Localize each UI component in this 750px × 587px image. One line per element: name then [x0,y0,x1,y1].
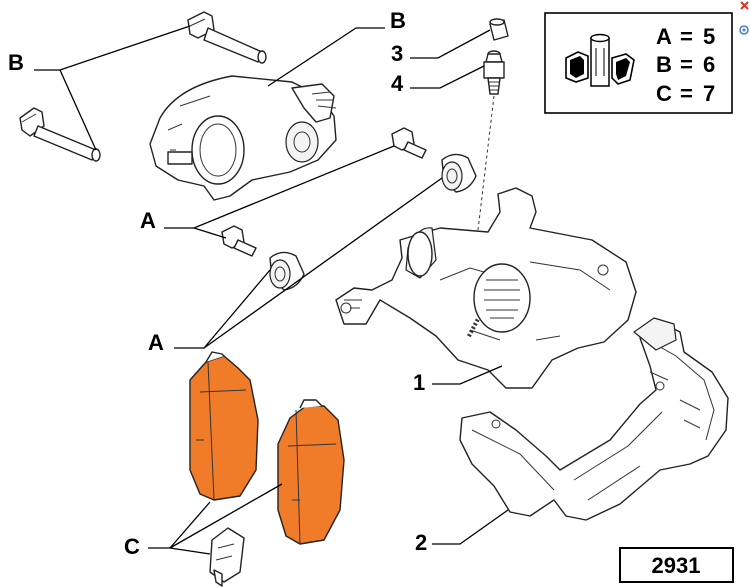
diagram-number-box: 2931 [619,547,734,583]
callout-1: 1 [413,370,425,395]
callout-b-top: B [390,8,406,33]
guide-bolt-a-upper[interactable] [391,127,427,159]
settings-icon[interactable] [739,25,749,35]
callout-3: 3 [391,41,403,66]
pad-clip[interactable] [209,527,245,587]
leader-lines [34,25,509,555]
callout-4: 4 [391,71,404,96]
brake-caliper[interactable]: ▮▮▮▮▮ [335,187,637,389]
torque-wrench-icon [565,33,635,87]
bleed-screw[interactable] [483,50,505,95]
caliper-piston-housing[interactable] [149,75,337,201]
legend-row-c: C = 7 [656,81,715,106]
callout-2: 2 [415,530,427,555]
legend-key: C [656,81,672,106]
legend-equals: = [680,24,693,49]
legend-value: 6 [703,52,715,77]
brake-pad-left[interactable] [189,351,259,501]
callout-a-lower: A [148,330,164,355]
diagram-number: 2931 [652,553,701,578]
caliper-bracket[interactable] [459,317,729,521]
legend-value: 5 [703,24,715,49]
bush-a-upper[interactable] [441,153,477,193]
legend-key: B [656,52,672,77]
legend-equals: = [680,52,693,77]
bush-a-lower[interactable] [269,251,305,291]
callout-b-left: B [8,50,24,75]
guide-bolt-top[interactable] [187,11,267,64]
close-icon[interactable] [739,0,750,11]
legend-key: A [656,24,672,49]
guide-bolt-a-lower[interactable] [221,225,257,257]
guide-bolt-left[interactable] [19,107,101,162]
legend-row-a: A = 5 [656,24,715,49]
legend-row-b: B = 6 [656,52,715,77]
torque-legend-box: A = 5 B = 6 C = 7 [544,12,733,114]
callout-a-upper: A [140,208,156,233]
bleed-cap[interactable] [489,18,509,41]
brake-pad-right[interactable] [277,399,345,545]
legend-equals: = [680,81,693,106]
callout-c: C [124,534,140,559]
legend-value: 7 [703,81,715,106]
